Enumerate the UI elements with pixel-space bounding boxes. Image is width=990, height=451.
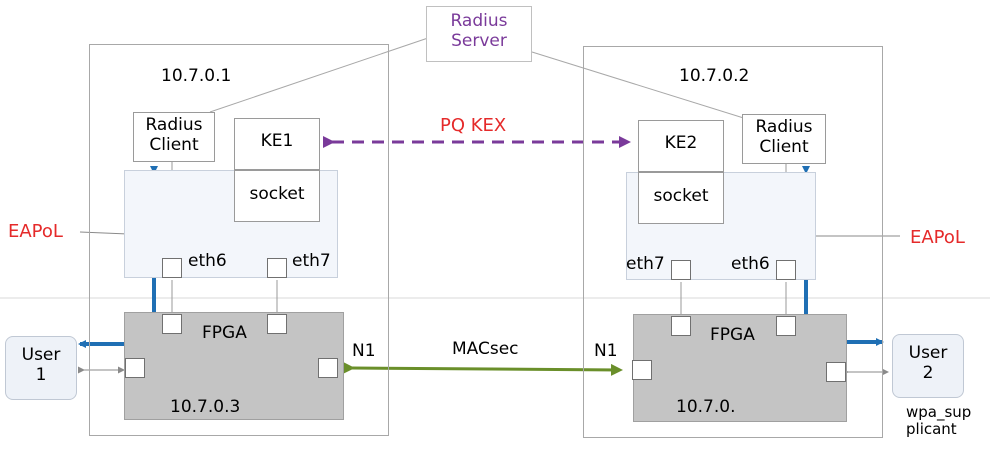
right-eth6-label: eth6 — [731, 254, 770, 274]
right-ke2-label: KE2 — [664, 133, 698, 153]
macsec-label: MACsec — [452, 339, 519, 359]
user1-label: User 1 — [21, 345, 61, 385]
right-eth7-port — [671, 260, 691, 280]
left-fpga-label: FPGA — [202, 323, 247, 343]
left-eth6-port — [162, 258, 182, 278]
left-eth7-label: eth7 — [292, 251, 331, 271]
left-radius-client-box — [133, 112, 215, 162]
left-fpga-port-top-left — [162, 314, 182, 334]
left-radius-client-label: Radius Client — [145, 115, 203, 155]
left-eapol-label: EAPoL — [8, 221, 63, 242]
right-eapol-label: EAPoL — [910, 227, 965, 248]
right-radius-client-label: Radius Client — [755, 117, 813, 157]
right-eth6-port — [776, 260, 796, 280]
left-fpga-ip: 10.7.0.3 — [170, 397, 241, 417]
supplicant-label: wpa_sup plicant — [906, 403, 972, 439]
right-socket-label: socket — [653, 186, 709, 206]
right-fpga-ip: 10.7.0. — [676, 397, 736, 417]
right-n1-label: N1 — [594, 341, 618, 361]
user2-box — [892, 334, 964, 398]
left-socket-box — [234, 170, 320, 222]
user2-label: User 2 — [908, 343, 948, 383]
left-n1-label: N1 — [352, 341, 376, 361]
radius-link-left — [209, 37, 429, 113]
left-ke1-box — [234, 118, 320, 170]
left-fpga-port-top-right — [267, 314, 287, 334]
right-fpga-box — [633, 314, 847, 422]
right-fpga-port-top-left — [671, 316, 691, 336]
right-fpga-port-n1 — [632, 360, 652, 380]
left-eth6-label: eth6 — [188, 251, 227, 271]
right-ke2-box — [638, 120, 724, 172]
left-host-frame — [89, 44, 389, 436]
radius-link-right — [531, 51, 751, 121]
radius-server-label: Radius Server — [450, 11, 508, 51]
macsec-arrow — [342, 361, 623, 376]
right-eth7-label: eth7 — [626, 254, 665, 274]
left-eth7-port — [267, 258, 287, 278]
right-socket-box — [638, 172, 724, 224]
pq-kex-label: PQ KEX — [440, 115, 507, 136]
left-fpga-port-n1 — [318, 358, 338, 378]
right-radius-client-box — [742, 114, 826, 164]
radius-server-box — [426, 6, 532, 62]
right-host-ip: 10.7.0.2 — [679, 66, 750, 86]
right-fpga-port-user — [826, 362, 846, 382]
left-fpga-box — [124, 312, 344, 420]
user1-box — [5, 336, 77, 400]
right-fpga-label: FPGA — [710, 325, 755, 345]
left-fpga-port-user — [125, 358, 145, 378]
left-socket-label: socket — [249, 184, 305, 204]
right-fpga-port-top-right — [776, 316, 796, 336]
right-host-frame — [583, 46, 883, 438]
left-ke1-label: KE1 — [260, 131, 294, 151]
left-host-ip: 10.7.0.1 — [161, 66, 232, 86]
